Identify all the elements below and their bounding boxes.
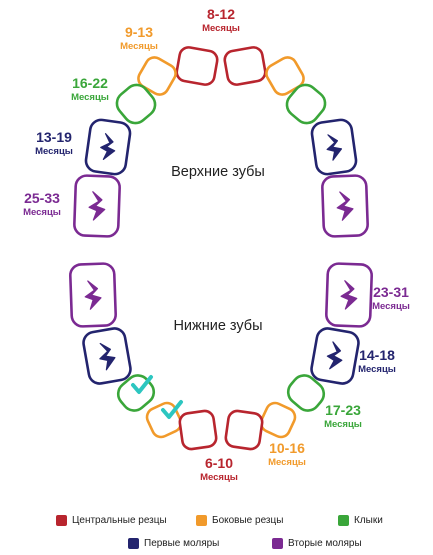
lower-central-right [224,409,264,451]
legend-swatch-lateral [196,515,207,526]
upper-central-right [223,46,267,86]
lower-jaw-title: Нижние зубы [173,318,262,334]
age-unit: Месяцы [35,146,73,157]
legend-item-canine: Клыки [338,515,383,526]
legend-label: Центральные резцы [72,515,167,526]
age-range: 14-18 [359,347,395,363]
lower-central-left [178,409,218,451]
lower-lateral-right [259,401,297,439]
age-range: 10-16 [269,440,305,456]
upper-central-left [175,46,219,86]
age-unit: Месяцы [358,364,396,375]
upper-canine-right [285,83,327,125]
legend-label: Первые моляры [144,538,220,549]
lower-first-molar-left [82,327,132,385]
legend-item-first-molar: Первые моляры [128,538,219,549]
upper-first-molar-right [310,118,358,176]
legend-item-lateral: Боковые резцы [196,515,283,526]
age-unit: Месяцы [71,92,109,103]
upper-jaw-title: Верхние зубы [171,164,265,180]
age-range: 13-19 [36,129,72,145]
age-range: 23-31 [373,284,409,300]
legend-swatch-canine [338,515,349,526]
upper-second-molar-left [73,174,121,238]
legend-label: Клыки [354,515,383,526]
legend-label: Боковые резцы [212,515,284,526]
age-unit: Месяцы [202,23,240,34]
age-unit: Месяцы [120,41,158,52]
age-range: 8-12 [207,6,235,22]
age-labels-group: 8-12Месяцы9-13Месяцы16-22Месяцы13-19Меся… [23,6,410,483]
age-unit: Месяцы [23,207,61,218]
legend-item-second-molar: Вторые моляры [272,538,362,549]
legend-swatch-second-molar [272,538,283,549]
age-unit: Месяцы [200,472,238,483]
upper-first-molar-left [84,118,132,176]
age-range: 25-33 [24,190,60,206]
upper-canine-left [115,83,157,125]
upper-lateral-left [137,56,177,96]
legend-label: Вторые моляры [288,538,362,549]
legend: Центральные резцы Боковые резцы Клыки Пе… [0,505,433,555]
upper-lateral-right [265,56,305,96]
legend-item-central: Центральные резцы [56,515,167,526]
checkmark-lower-canine [131,375,153,394]
age-range: 9-13 [125,24,153,40]
age-unit: Месяцы [324,419,362,430]
upper-second-molar-right [321,174,369,238]
lower-second-molar-right [325,262,373,328]
lower-canine-right [286,374,326,412]
checkmark-lower-lateral [161,400,183,419]
age-unit: Месяцы [372,301,410,312]
legend-swatch-central [56,515,67,526]
lower-first-molar-right [310,327,360,385]
lower-second-molar-left [69,262,117,328]
teeth-group [69,46,373,451]
age-range: 16-22 [72,75,108,91]
age-range: 6-10 [205,455,233,471]
legend-swatch-first-molar [128,538,139,549]
checkmarks-group [131,375,183,419]
age-unit: Месяцы [268,457,306,468]
age-range: 17-23 [325,402,361,418]
